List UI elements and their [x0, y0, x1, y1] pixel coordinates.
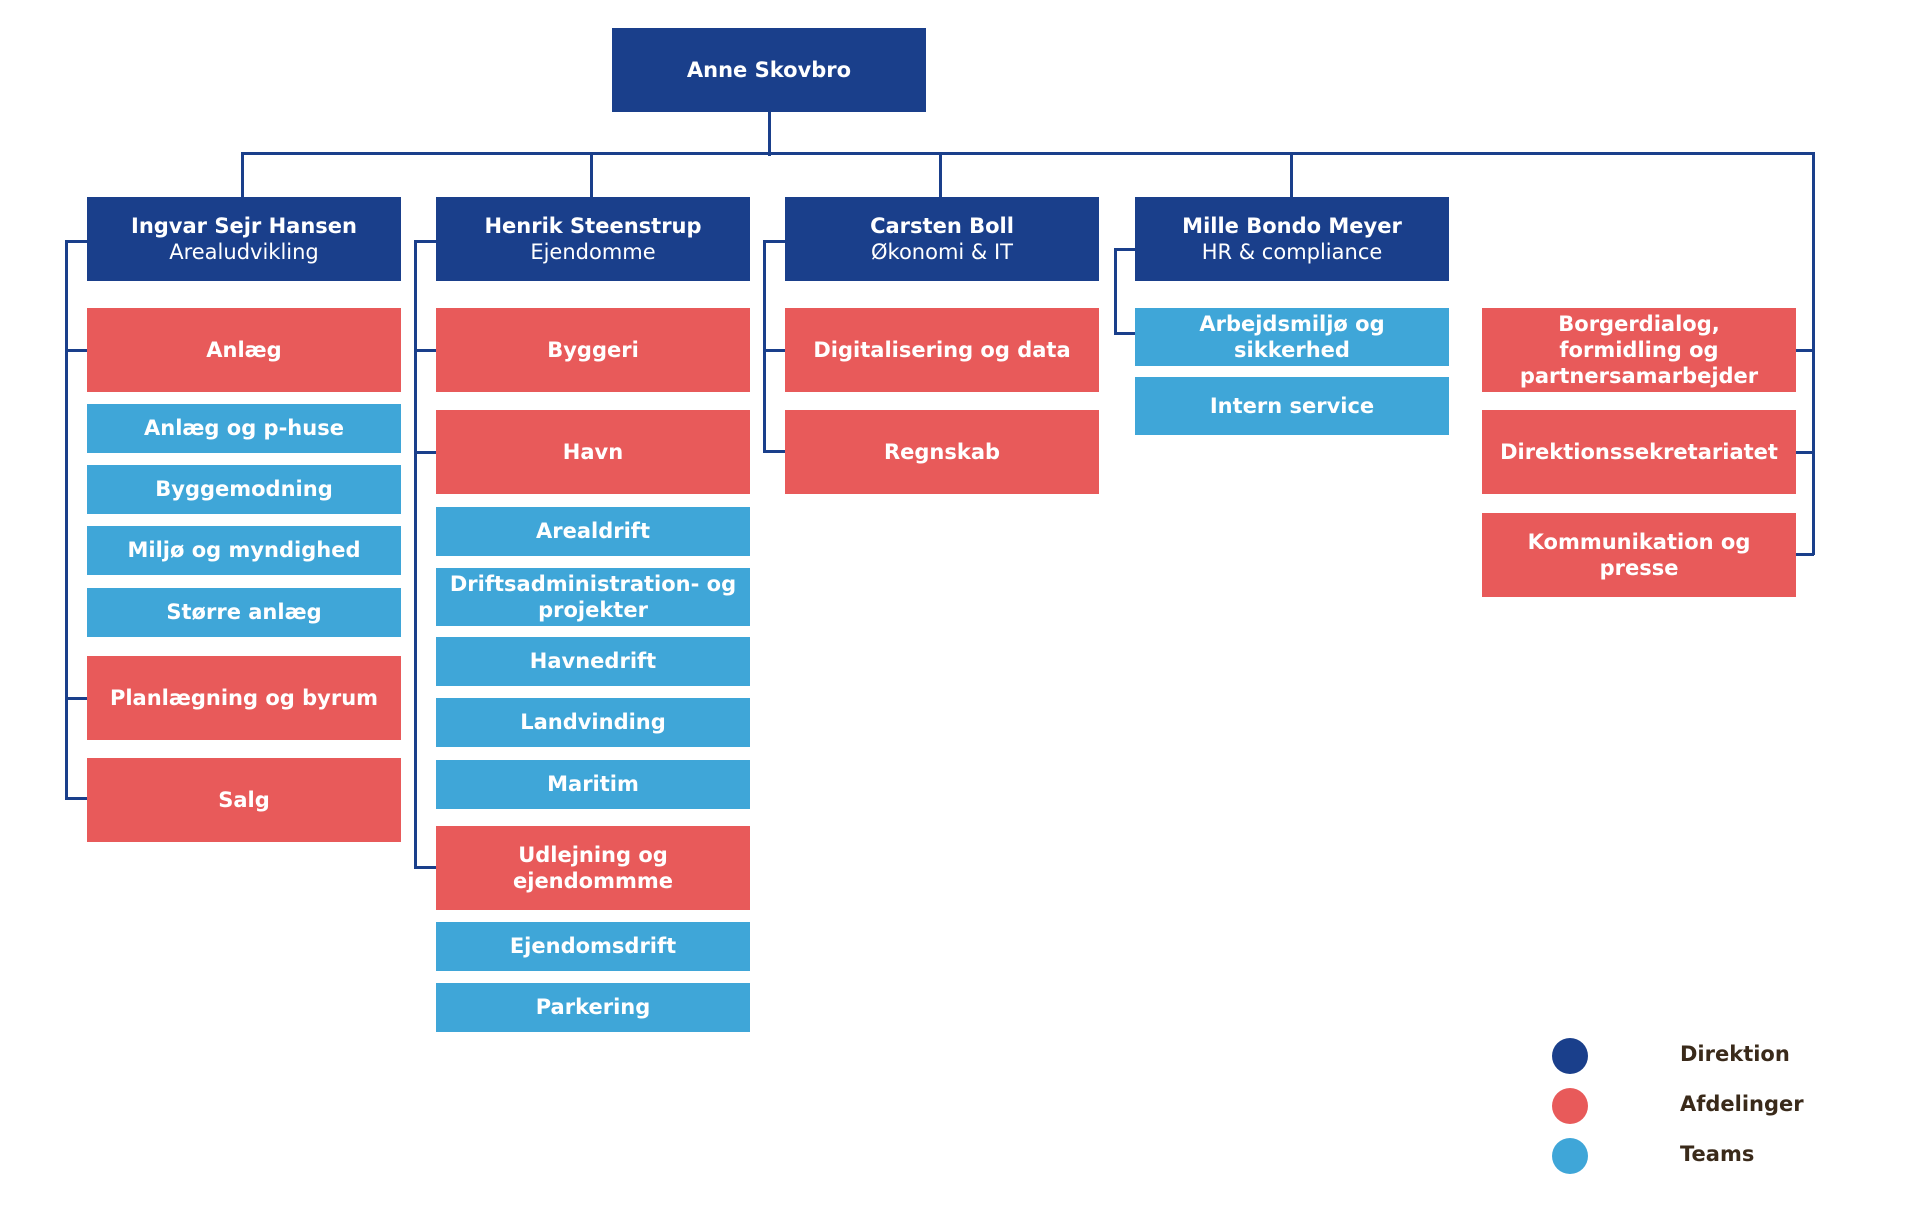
spine-col4	[1114, 248, 1117, 335]
team-box: Miljø og myndighed	[87, 526, 401, 575]
team-box: Anlæg og p-huse	[87, 404, 401, 453]
director-name: Carsten Boll	[870, 213, 1014, 238]
unit-label: Regnskab	[883, 439, 1001, 464]
legend-label: Direktion	[1680, 1042, 1790, 1066]
stub	[65, 797, 87, 800]
director-box: Carsten Boll Økonomi & IT	[785, 197, 1099, 281]
team-box: Havnedrift	[436, 637, 750, 686]
stub	[1792, 553, 1814, 556]
unit-label: Landvinding	[520, 710, 666, 735]
legend-dot-teams	[1552, 1138, 1588, 1174]
team-box: Byggemodning	[87, 465, 401, 514]
team-box: Maritim	[436, 760, 750, 809]
stub	[65, 349, 87, 352]
legend-label: Afdelinger	[1680, 1092, 1804, 1116]
root-name: Anne Skovbro	[686, 57, 852, 82]
drop-line-4	[1290, 152, 1293, 197]
director-name: Mille Bondo Meyer	[1182, 213, 1402, 238]
spine-col2	[414, 240, 417, 866]
unit-label: Ejendomsdrift	[509, 934, 677, 959]
department-box: Byggeri	[436, 308, 750, 392]
department-box: Borgerdialog, formidling og partnersamar…	[1482, 308, 1796, 392]
unit-label: Havnedrift	[529, 649, 657, 674]
department-box: Udlejning og ejendommme	[436, 826, 750, 910]
legend-label: Teams	[1680, 1142, 1755, 1166]
director-name: Ingvar Sejr Hansen	[131, 213, 357, 238]
stub	[1114, 248, 1135, 251]
team-box: Ejendomsdrift	[436, 922, 750, 971]
unit-label: Anlæg og p-huse	[144, 416, 344, 441]
unit-label: Maritim	[547, 772, 639, 797]
stub	[763, 240, 785, 243]
team-box: Driftsadministration- og projekter	[436, 568, 750, 626]
unit-label: Borgerdialog, formidling og partnersamar…	[1519, 311, 1759, 389]
stub	[414, 349, 436, 352]
legend-dot-afdelinger	[1552, 1088, 1588, 1124]
team-box: Arealdrift	[436, 507, 750, 556]
unit-label: Større anlæg	[166, 600, 322, 625]
stub	[65, 240, 87, 243]
unit-label: Arbejdsmiljø og sikkerhed	[1199, 311, 1385, 362]
director-box: Ingvar Sejr Hansen Arealudvikling	[87, 197, 401, 281]
stub	[414, 451, 436, 454]
stub	[1792, 451, 1814, 454]
drop-line-3	[939, 152, 942, 197]
unit-label: Intern service	[1209, 393, 1375, 418]
unit-label: Driftsadministration- og projekter	[449, 571, 737, 622]
unit-label: Digitalisering og data	[813, 337, 1071, 362]
stub	[414, 866, 436, 869]
department-box: Planlægning og byrum	[87, 656, 401, 740]
drop-line-2	[590, 152, 593, 197]
department-box: Salg	[87, 758, 401, 842]
team-box: Landvinding	[436, 698, 750, 747]
unit-label: Byggemodning	[155, 477, 333, 502]
unit-label: Direktionssekretariatet	[1500, 439, 1778, 464]
department-box: Direktionssekretariatet	[1482, 410, 1796, 494]
unit-label: Havn	[562, 439, 624, 464]
spine-col1	[65, 240, 68, 800]
department-box: Digitalisering og data	[785, 308, 1099, 392]
director-area: HR & compliance	[1201, 240, 1383, 264]
team-box: Større anlæg	[87, 588, 401, 637]
unit-label: Salg	[218, 787, 270, 812]
director-name: Henrik Steenstrup	[484, 213, 702, 238]
unit-label: Kommunikation og presse	[1527, 529, 1751, 580]
unit-label: Anlæg	[206, 337, 282, 362]
department-box: Kommunikation og presse	[1482, 513, 1796, 597]
top-branch-line	[241, 152, 1815, 155]
stub	[1114, 332, 1135, 335]
root-connector	[768, 111, 771, 156]
unit-label: Byggeri	[547, 337, 639, 362]
team-box: Intern service	[1135, 377, 1449, 435]
unit-label: Arealdrift	[536, 519, 650, 544]
director-area: Økonomi & IT	[871, 240, 1013, 264]
unit-label: Miljø og myndighed	[127, 538, 361, 563]
root-box: Anne Skovbro	[612, 28, 926, 112]
unit-label: Planlægning og byrum	[109, 685, 379, 710]
legend-dot-direktion	[1552, 1038, 1588, 1074]
stub	[763, 349, 785, 352]
stub	[1792, 349, 1814, 352]
director-box: Henrik Steenstrup Ejendomme	[436, 197, 750, 281]
director-box: Mille Bondo Meyer HR & compliance	[1135, 197, 1449, 281]
department-box: Anlæg	[87, 308, 401, 392]
unit-label: Udlejning og ejendommme	[513, 842, 673, 893]
drop-line-1	[241, 152, 244, 197]
department-box: Havn	[436, 410, 750, 494]
spine-col3	[763, 240, 766, 452]
director-area: Ejendomme	[530, 240, 656, 264]
department-box: Regnskab	[785, 410, 1099, 494]
stub	[65, 697, 87, 700]
director-area: Arealudvikling	[169, 240, 319, 264]
stub	[414, 240, 436, 243]
team-box: Arbejdsmiljø og sikkerhed	[1135, 308, 1449, 366]
unit-label: Parkering	[535, 995, 651, 1020]
right-spine	[1812, 152, 1815, 555]
stub	[763, 450, 785, 453]
team-box: Parkering	[436, 983, 750, 1032]
